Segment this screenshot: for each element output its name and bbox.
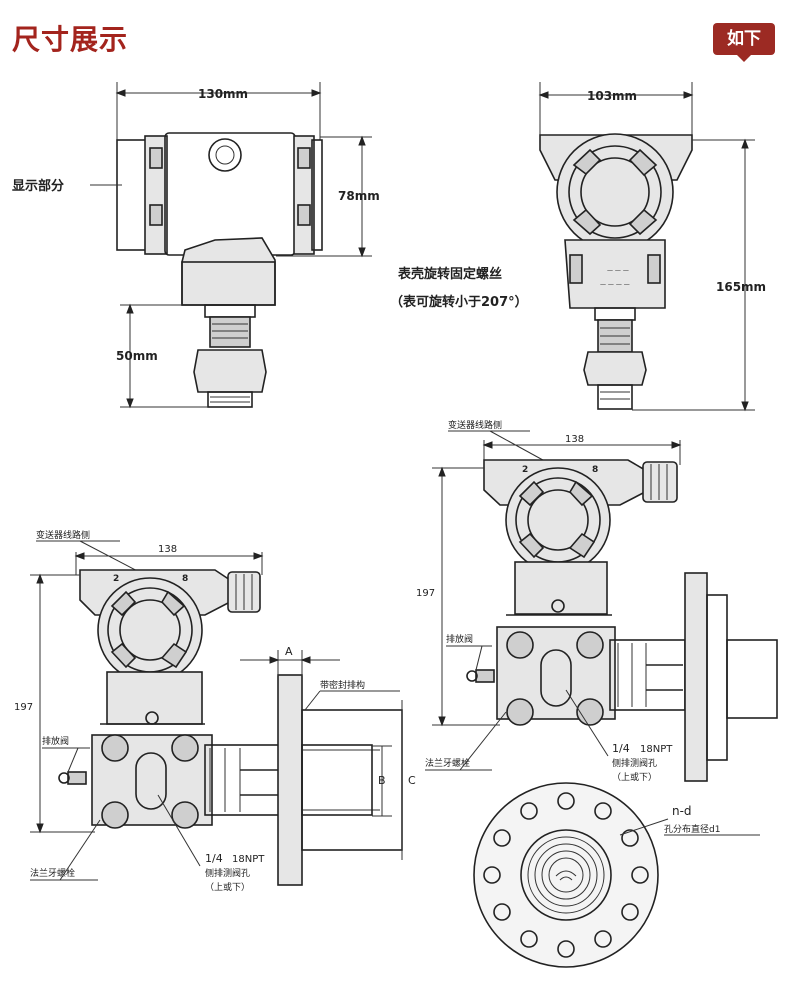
npt-sub1-left: 侧排测阀孔 bbox=[205, 867, 250, 879]
npt-sub1-right: 侧排测阀孔 bbox=[612, 757, 657, 769]
page-title: 尺寸展示 bbox=[12, 23, 129, 56]
flange-face-view: n-d 孔分布直径d1 bbox=[473, 782, 760, 968]
height-dim-165: 165mm bbox=[716, 280, 766, 294]
flange-bolt-label-right: 法兰牙螺栓 bbox=[425, 757, 470, 769]
badge-pointer bbox=[737, 55, 751, 62]
height-dim-197-left: 197 bbox=[14, 702, 33, 713]
seal-structure-label: 带密封排构 bbox=[320, 679, 365, 691]
front-view-transmitter: 103mm — — — — — — — 165mm 表壳旋转固定螺丝 （表可旋转… bbox=[390, 82, 766, 412]
npt-text-left: 18NPT bbox=[232, 854, 265, 865]
nameplate-text: — — — bbox=[607, 267, 629, 274]
terminal-2-left: 2 bbox=[113, 574, 119, 584]
side-view-transmitter: 130mm 78mm 50mm bbox=[12, 82, 380, 409]
width-dim-138-right: 138 bbox=[565, 434, 584, 445]
width-dim-103: 103mm bbox=[587, 89, 637, 103]
height-dim-78: 78mm bbox=[338, 189, 380, 203]
circuit-side-label-left: 变送器线路侧 bbox=[36, 529, 90, 541]
dim-c: C bbox=[408, 774, 416, 787]
display-section-label: 显示部分 bbox=[12, 178, 64, 194]
flange-bolt-label-left: 法兰牙螺栓 bbox=[30, 867, 75, 879]
npt-fraction-left: 1/4 bbox=[205, 852, 223, 865]
npt-sub2-left: （上或下） bbox=[205, 881, 250, 893]
vent-valve-label-left: 排放阀 bbox=[42, 735, 69, 747]
width-dim-138-left: 138 bbox=[158, 544, 177, 555]
nameplate-text-2: — — — — bbox=[600, 281, 630, 288]
npt-sub2-right: （上或下） bbox=[612, 771, 657, 783]
rotation-screw-label: 表壳旋转固定螺丝 bbox=[397, 266, 502, 282]
rotation-limit-label: （表可旋转小于207°） bbox=[390, 294, 528, 310]
next-badge[interactable]: 如下 bbox=[713, 23, 775, 55]
dim-b: B bbox=[378, 774, 386, 787]
flange-mounted-front-view: 变送器线路侧 138 2 8 bbox=[416, 419, 778, 783]
terminal-8-right: 8 bbox=[592, 465, 598, 475]
vent-valve-label-right: 排放阀 bbox=[446, 633, 473, 645]
flange-mounted-side-view: 变送器线路侧 138 2 8 bbox=[14, 529, 416, 893]
terminal-8-left: 8 bbox=[182, 574, 188, 584]
height-dim-197-right: 197 bbox=[416, 588, 435, 599]
holes-count-label: n-d bbox=[672, 804, 692, 818]
terminal-2-right: 2 bbox=[522, 465, 528, 475]
npt-text-right: 18NPT bbox=[640, 744, 673, 755]
bolt-circle-label: 孔分布直径d1 bbox=[664, 823, 720, 835]
stem-dim-50: 50mm bbox=[116, 349, 158, 363]
width-dim-130: 130mm bbox=[198, 87, 248, 101]
npt-fraction-right: 1/4 bbox=[612, 742, 630, 755]
dim-a: A bbox=[285, 645, 293, 658]
circuit-side-label-right: 变送器线路侧 bbox=[448, 419, 502, 431]
